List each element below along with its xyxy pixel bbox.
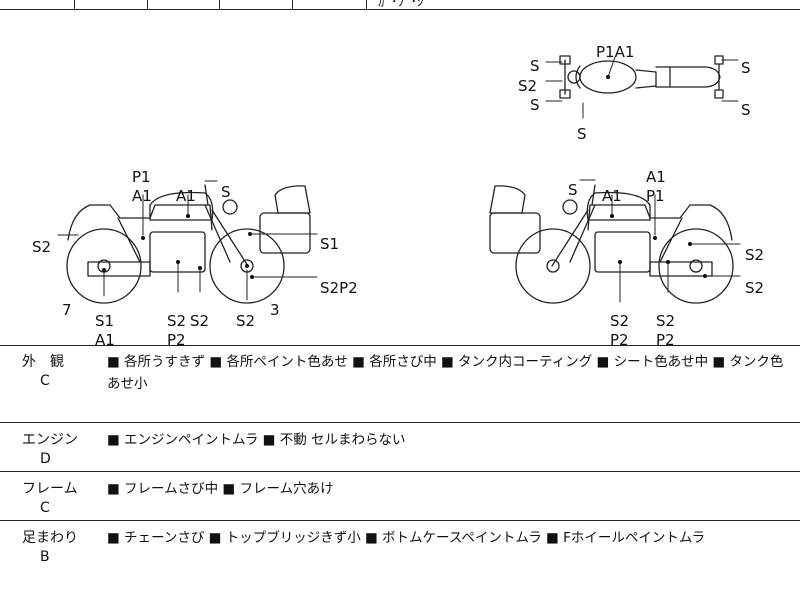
table-cell <box>147 0 220 9</box>
leader-lines <box>57 56 741 303</box>
right-side-bike <box>489 184 734 304</box>
label: P1 <box>646 187 665 205</box>
label: A1 <box>176 187 196 205</box>
section-notes: ■ エンジンペイントムラ ■ 不動 セルまわらない <box>107 432 406 448</box>
label: A1 <box>95 331 115 345</box>
section-engine: エンジン D ■ エンジンペイントムラ ■ 不動 セルまわらない <box>0 423 800 472</box>
label: S2 <box>745 279 764 297</box>
section-frame: フレーム C ■ フレームさび中 ■ フレーム穴あけ <box>0 472 800 521</box>
label: P2 <box>610 331 629 345</box>
table-cell <box>0 0 75 9</box>
label: S <box>741 59 751 77</box>
table-cell <box>219 0 293 9</box>
label: S2 <box>610 312 629 330</box>
top-fragment-text: ｶﾞ･ﾌﾞ･ｼ <box>378 0 424 10</box>
label: A1 <box>646 168 666 186</box>
section-notes: ■ フレームさび中 ■ フレーム穴あけ <box>107 481 334 497</box>
leader-dots <box>102 75 707 279</box>
section-name: エンジン <box>22 432 78 448</box>
section-grade: B <box>40 549 50 565</box>
section-suspension: 足まわり B ■ チェーンさび ■ トップブリッジきず小 ■ ボトムケースペイン… <box>0 521 800 600</box>
top-view-bike <box>559 55 724 99</box>
label: A1 <box>602 187 622 205</box>
section-grade: D <box>40 451 51 467</box>
label: S2 <box>190 312 209 330</box>
label: 7 <box>62 301 72 319</box>
section-exterior: 外 観 C ■ 各所うすきず ■ 各所ペイント色あせ ■ 各所さび中 ■ タンク… <box>0 345 800 423</box>
label: P1A1 <box>596 43 634 61</box>
section-name: 外 観 <box>22 354 64 370</box>
label: S <box>530 57 540 75</box>
damage-diagram: S S2 S S P1A1 S S P1 A1 A1 S S2 S1 S2P2 … <box>0 9 800 346</box>
label: S <box>577 125 587 143</box>
label: A1 <box>132 187 152 205</box>
label: S <box>221 183 231 201</box>
section-name: フレーム <box>22 481 78 497</box>
motorcycle-diagram-svg: S S2 S S P1A1 S S P1 A1 A1 S S2 S1 S2P2 … <box>32 43 764 345</box>
section-name: 足まわり <box>22 530 78 546</box>
left-side-bike <box>66 184 311 304</box>
label: S1 <box>320 235 339 253</box>
label: S2 <box>236 312 255 330</box>
section-grade: C <box>40 373 50 389</box>
label: S2 <box>32 238 51 256</box>
label: S <box>568 181 578 199</box>
table-cell <box>292 0 367 9</box>
top-table-strip: ｶﾞ･ﾌﾞ･ｼ <box>0 0 800 10</box>
label: P2 <box>167 331 186 345</box>
label: 3 <box>270 301 280 319</box>
label: P2 <box>656 331 675 345</box>
section-notes: ■ 各所うすきず ■ 各所ペイント色あせ ■ 各所さび中 ■ タンク内コーティン… <box>107 354 784 392</box>
label: S2 <box>518 77 537 95</box>
label: P1 <box>132 168 151 186</box>
section-grade: C <box>40 500 50 516</box>
label: S2 <box>656 312 675 330</box>
section-notes: ■ チェーンさび ■ トップブリッジきず小 ■ ボトムケースペイントムラ ■ F… <box>107 530 706 546</box>
label: S1 <box>95 312 114 330</box>
label: S <box>741 101 751 119</box>
label: S2 <box>167 312 186 330</box>
label: S2P2 <box>320 279 358 297</box>
table-cell <box>74 0 148 9</box>
label: S2 <box>745 246 764 264</box>
label: S <box>530 96 540 114</box>
